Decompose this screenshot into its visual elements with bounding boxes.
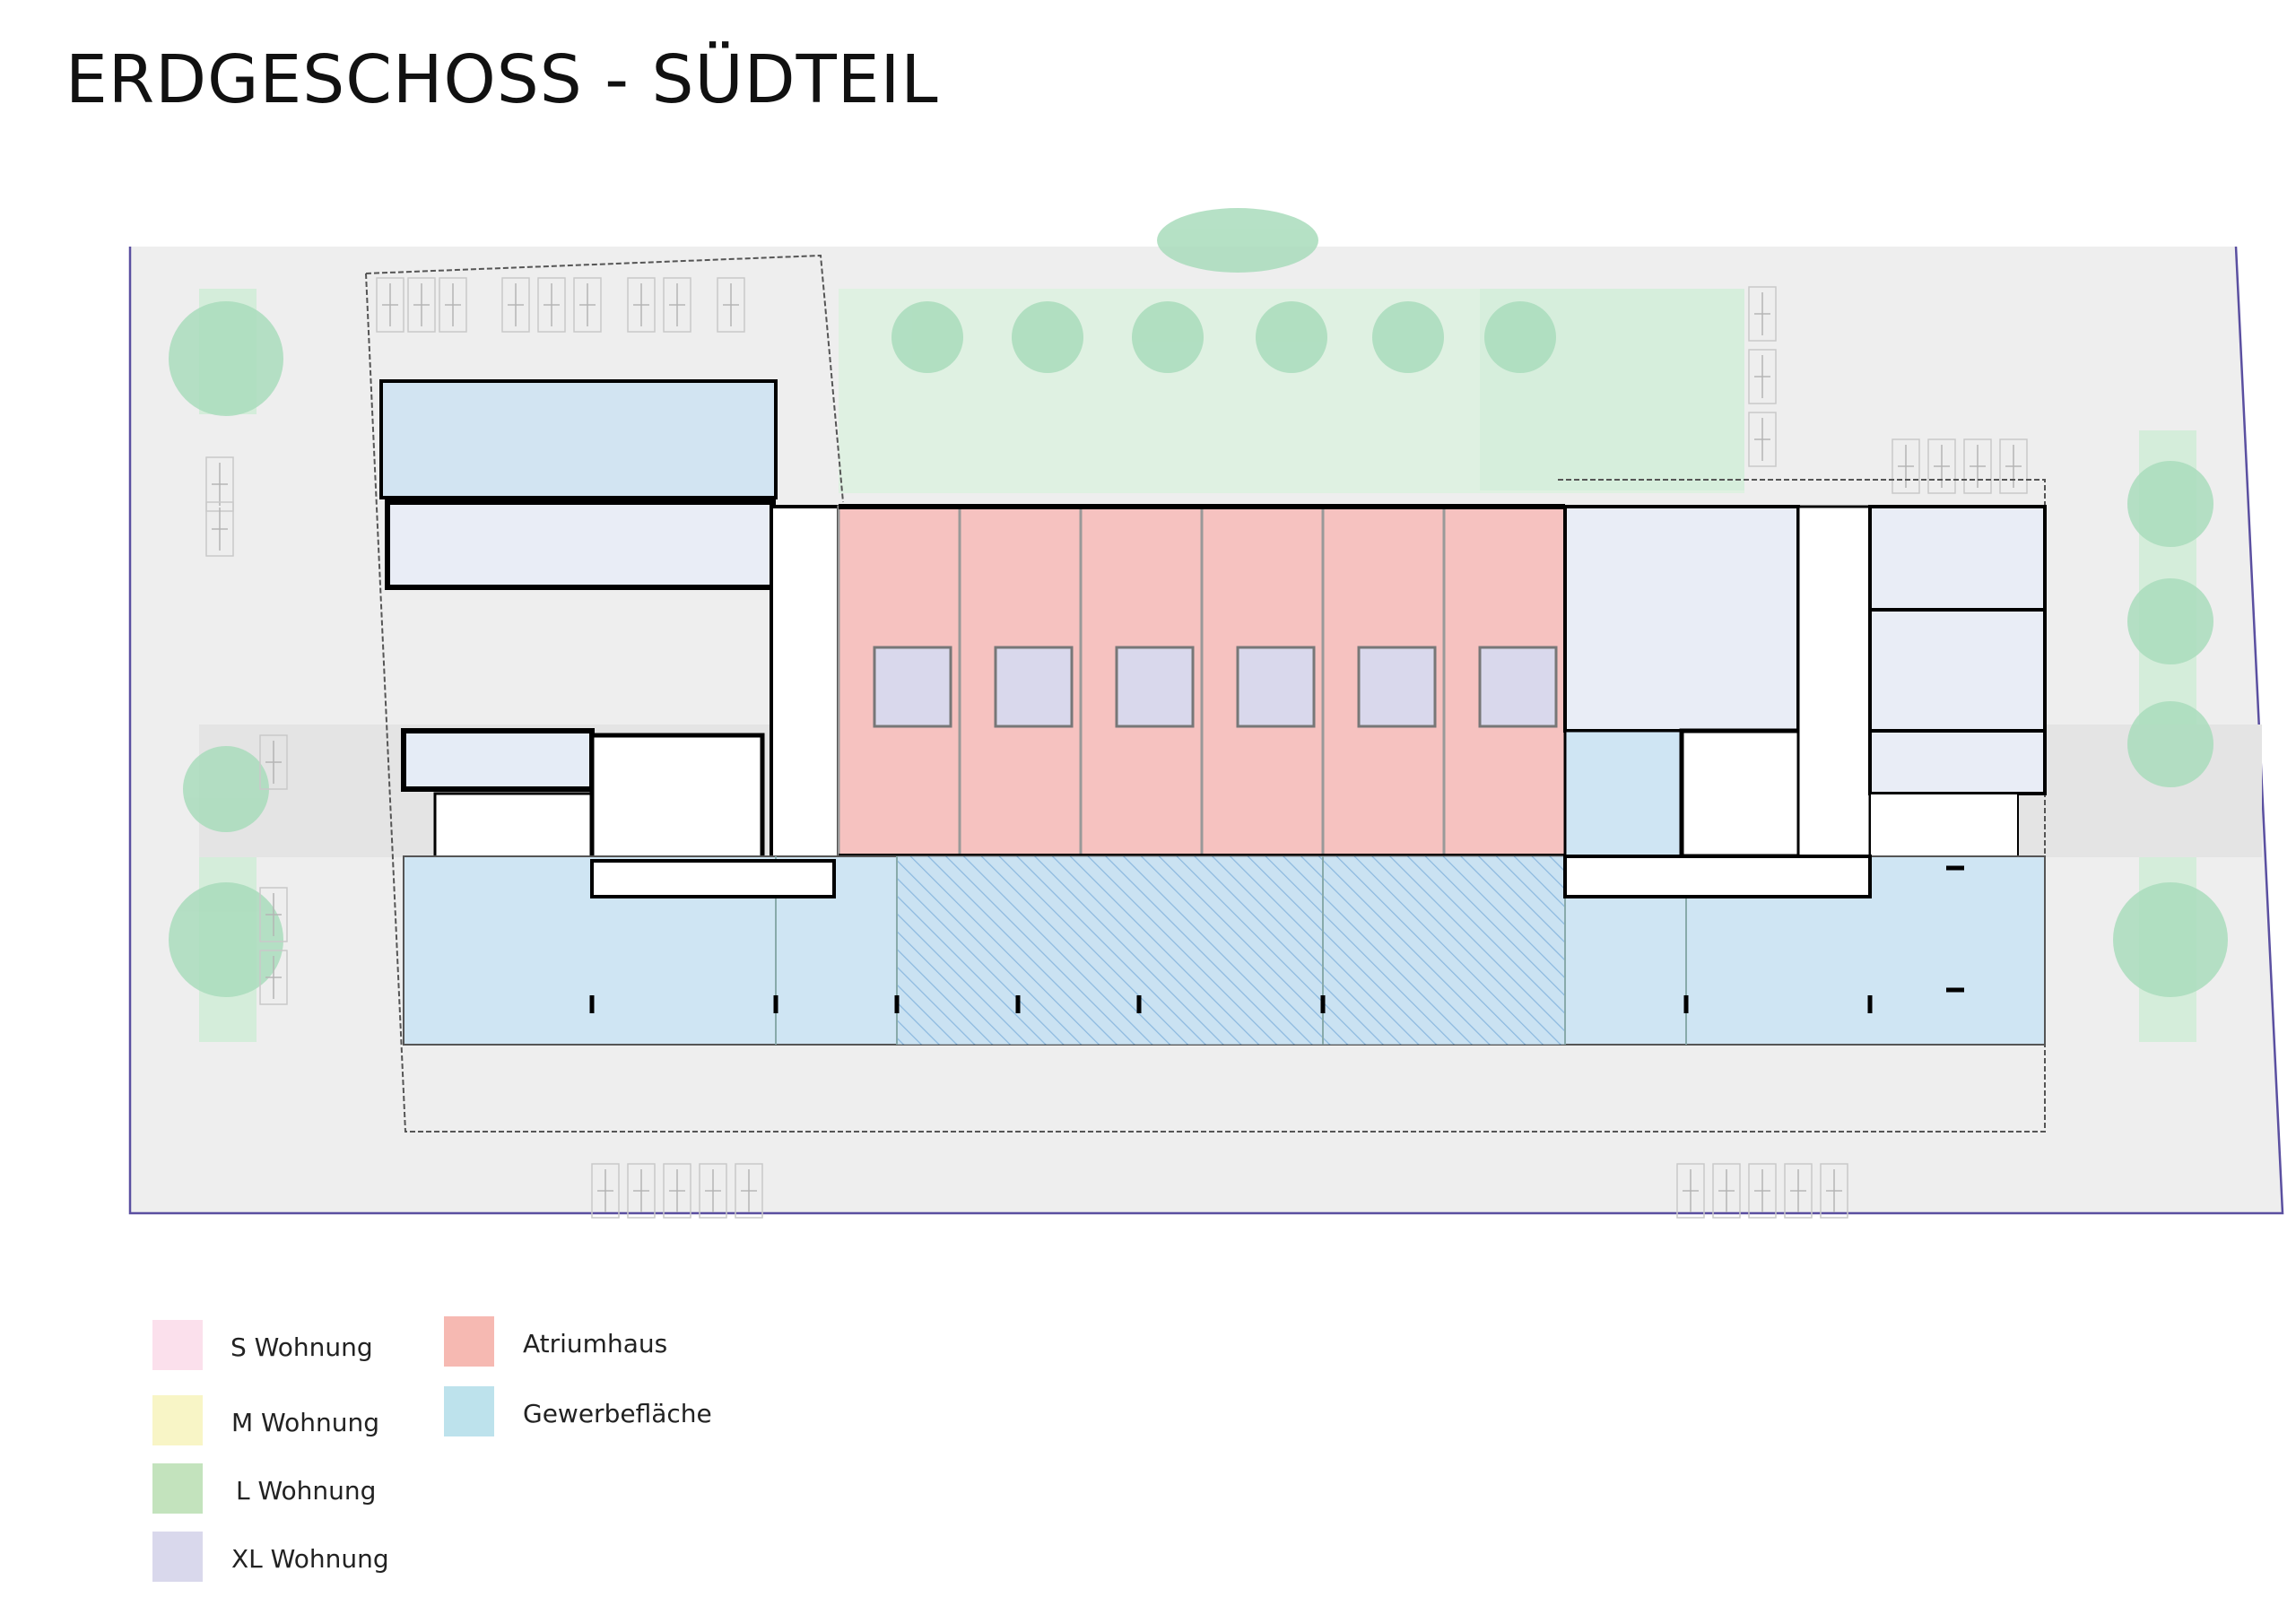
- right-hall: [1563, 505, 1800, 733]
- legend-swatch: [152, 1532, 203, 1582]
- legend-swatch: [444, 1386, 494, 1436]
- right-unit-b: [1868, 608, 2047, 733]
- legend-label: XL Wohnung: [231, 1544, 389, 1574]
- stair-core-right: [1679, 728, 1810, 859]
- atrium-courts: [873, 646, 1558, 728]
- legend-swatch: [152, 1463, 203, 1514]
- legend-label: Gewerbefläche: [523, 1399, 712, 1428]
- right-unit-c: [1868, 729, 2047, 795]
- gewerbe-right-small: [1563, 729, 1683, 858]
- legend-swatch: [152, 1320, 203, 1370]
- gewerbe-hatched: [897, 856, 1565, 1045]
- legend-label: L Wohnung: [236, 1476, 377, 1506]
- legend-swatch: [152, 1395, 203, 1445]
- corridor-left: [770, 505, 840, 890]
- legend-swatch: [444, 1316, 494, 1367]
- trees: [169, 208, 2228, 997]
- right-unit-a: [1868, 505, 2047, 612]
- lobby-left: [590, 859, 836, 898]
- left-unit-lower: [401, 728, 595, 792]
- outline: [365, 273, 2046, 1133]
- corridor-right: [1796, 505, 1872, 858]
- lobby-right: [1563, 855, 1872, 898]
- outline: [365, 254, 844, 503]
- legend-label: S Wohnung: [230, 1332, 373, 1362]
- page-title: ERDGESCHOSS - SÜDTEIL: [65, 41, 939, 118]
- xl-left-row: [385, 499, 776, 590]
- gewerbe-left-top: [379, 379, 778, 499]
- legend-label: M Wohnung: [231, 1408, 379, 1437]
- legend-label: Atriumhaus: [523, 1329, 668, 1358]
- right-white: [1869, 793, 2019, 857]
